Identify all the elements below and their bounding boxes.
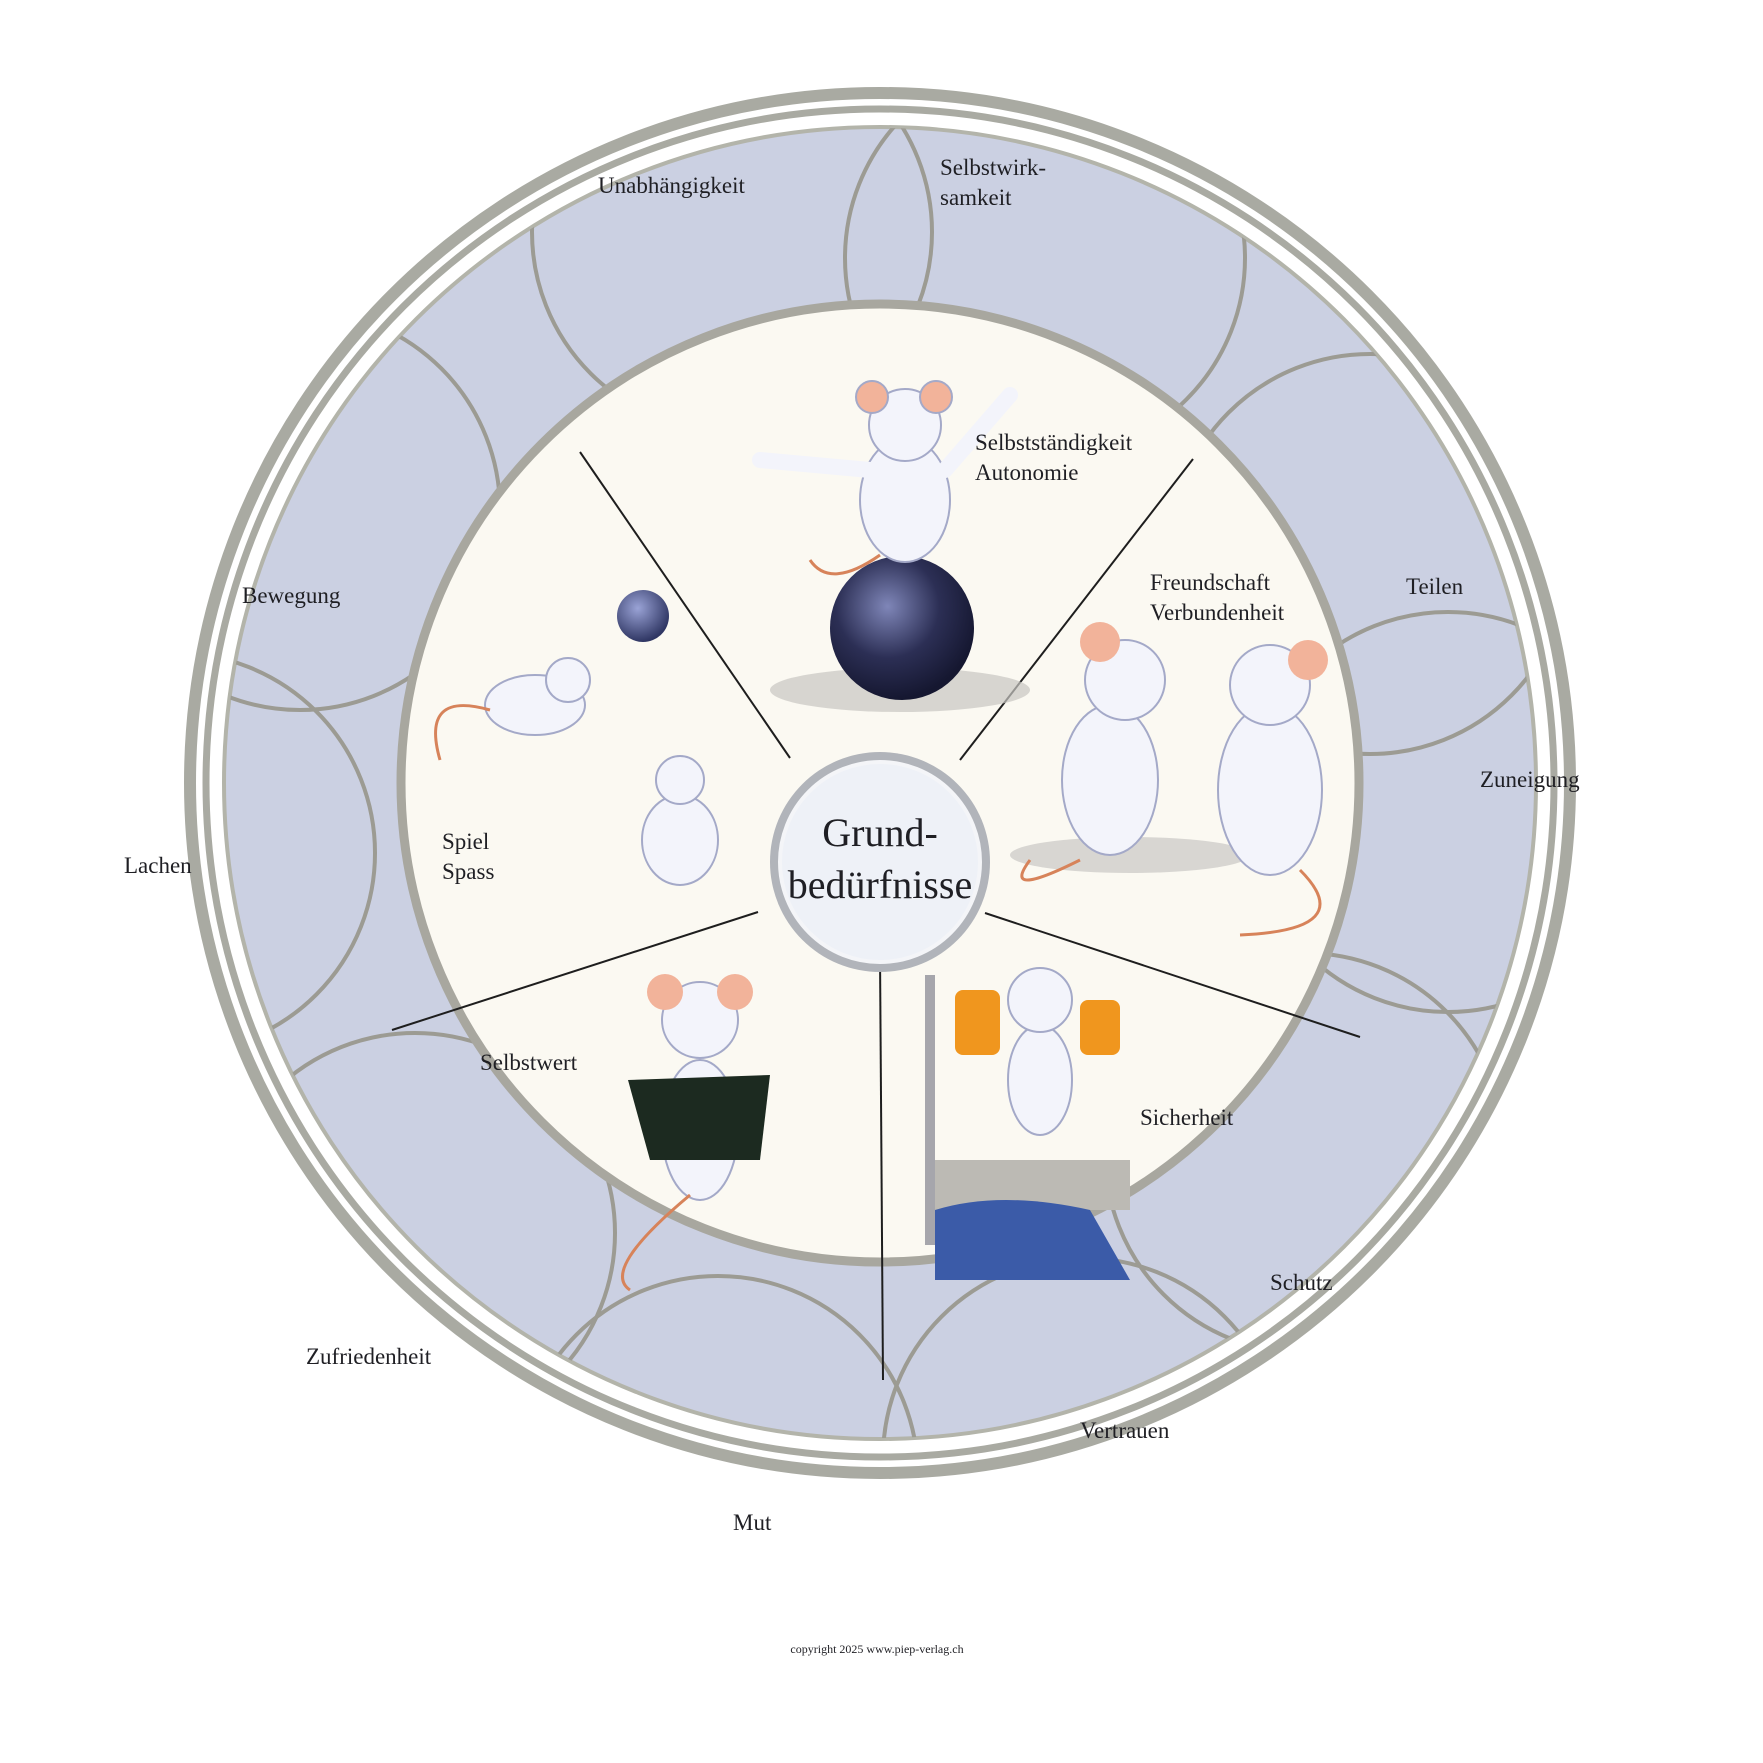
label-spiel: Spiel Spass	[442, 829, 495, 884]
label-sicherheit: Sicherheit	[1140, 1105, 1234, 1130]
inner-labels: Selbstständigkeit Autonomie Freundschaft…	[442, 430, 1285, 1130]
illustrations	[434, 380, 1328, 1292]
label-zufriedenheit: Zufriedenheit	[306, 1344, 432, 1369]
two-friends-illustration	[1010, 622, 1328, 937]
center-title-line2: bedürfnisse	[788, 862, 972, 907]
label-mut: Mut	[733, 1510, 772, 1535]
mouse-on-ball-illustration	[752, 380, 1030, 712]
label-zuneigung: Zuneigung	[1480, 767, 1580, 792]
need-circle-mut	[516, 1274, 920, 1438]
label-selbstwirksamkeit: Selbstwirk- samkeit	[940, 155, 1052, 210]
mouse-with-jacket-illustration	[621, 974, 770, 1292]
label-autonomie: Selbstständigkeit Autonomie	[975, 430, 1138, 485]
label-bewegung: Bewegung	[242, 583, 341, 608]
label-teilen: Teilen	[1406, 574, 1464, 599]
need-circle-lachen	[225, 651, 377, 1055]
outer-labels: Unabhängigkeit Selbstwirk- samkeit Teile…	[124, 155, 1580, 1535]
label-unabhaengigkeit: Unabhängigkeit	[598, 173, 746, 198]
center-hub: Grund- bedürfnisse	[770, 752, 990, 972]
label-lachen: Lachen	[124, 853, 192, 878]
pool-safety-illustration	[925, 967, 1130, 1280]
label-selbstwert: Selbstwert	[480, 1050, 578, 1075]
mice-playing-illustration	[434, 590, 719, 886]
center-title-line1: Grund-	[822, 810, 938, 855]
label-schutz: Schutz	[1270, 1270, 1333, 1295]
label-vertrauen: Vertrauen	[1080, 1418, 1170, 1443]
copyright-text: copyright 2025 www.piep-verlag.ch	[790, 1642, 963, 1656]
label-freundschaft: Freundschaft Verbundenheit	[1150, 570, 1285, 625]
